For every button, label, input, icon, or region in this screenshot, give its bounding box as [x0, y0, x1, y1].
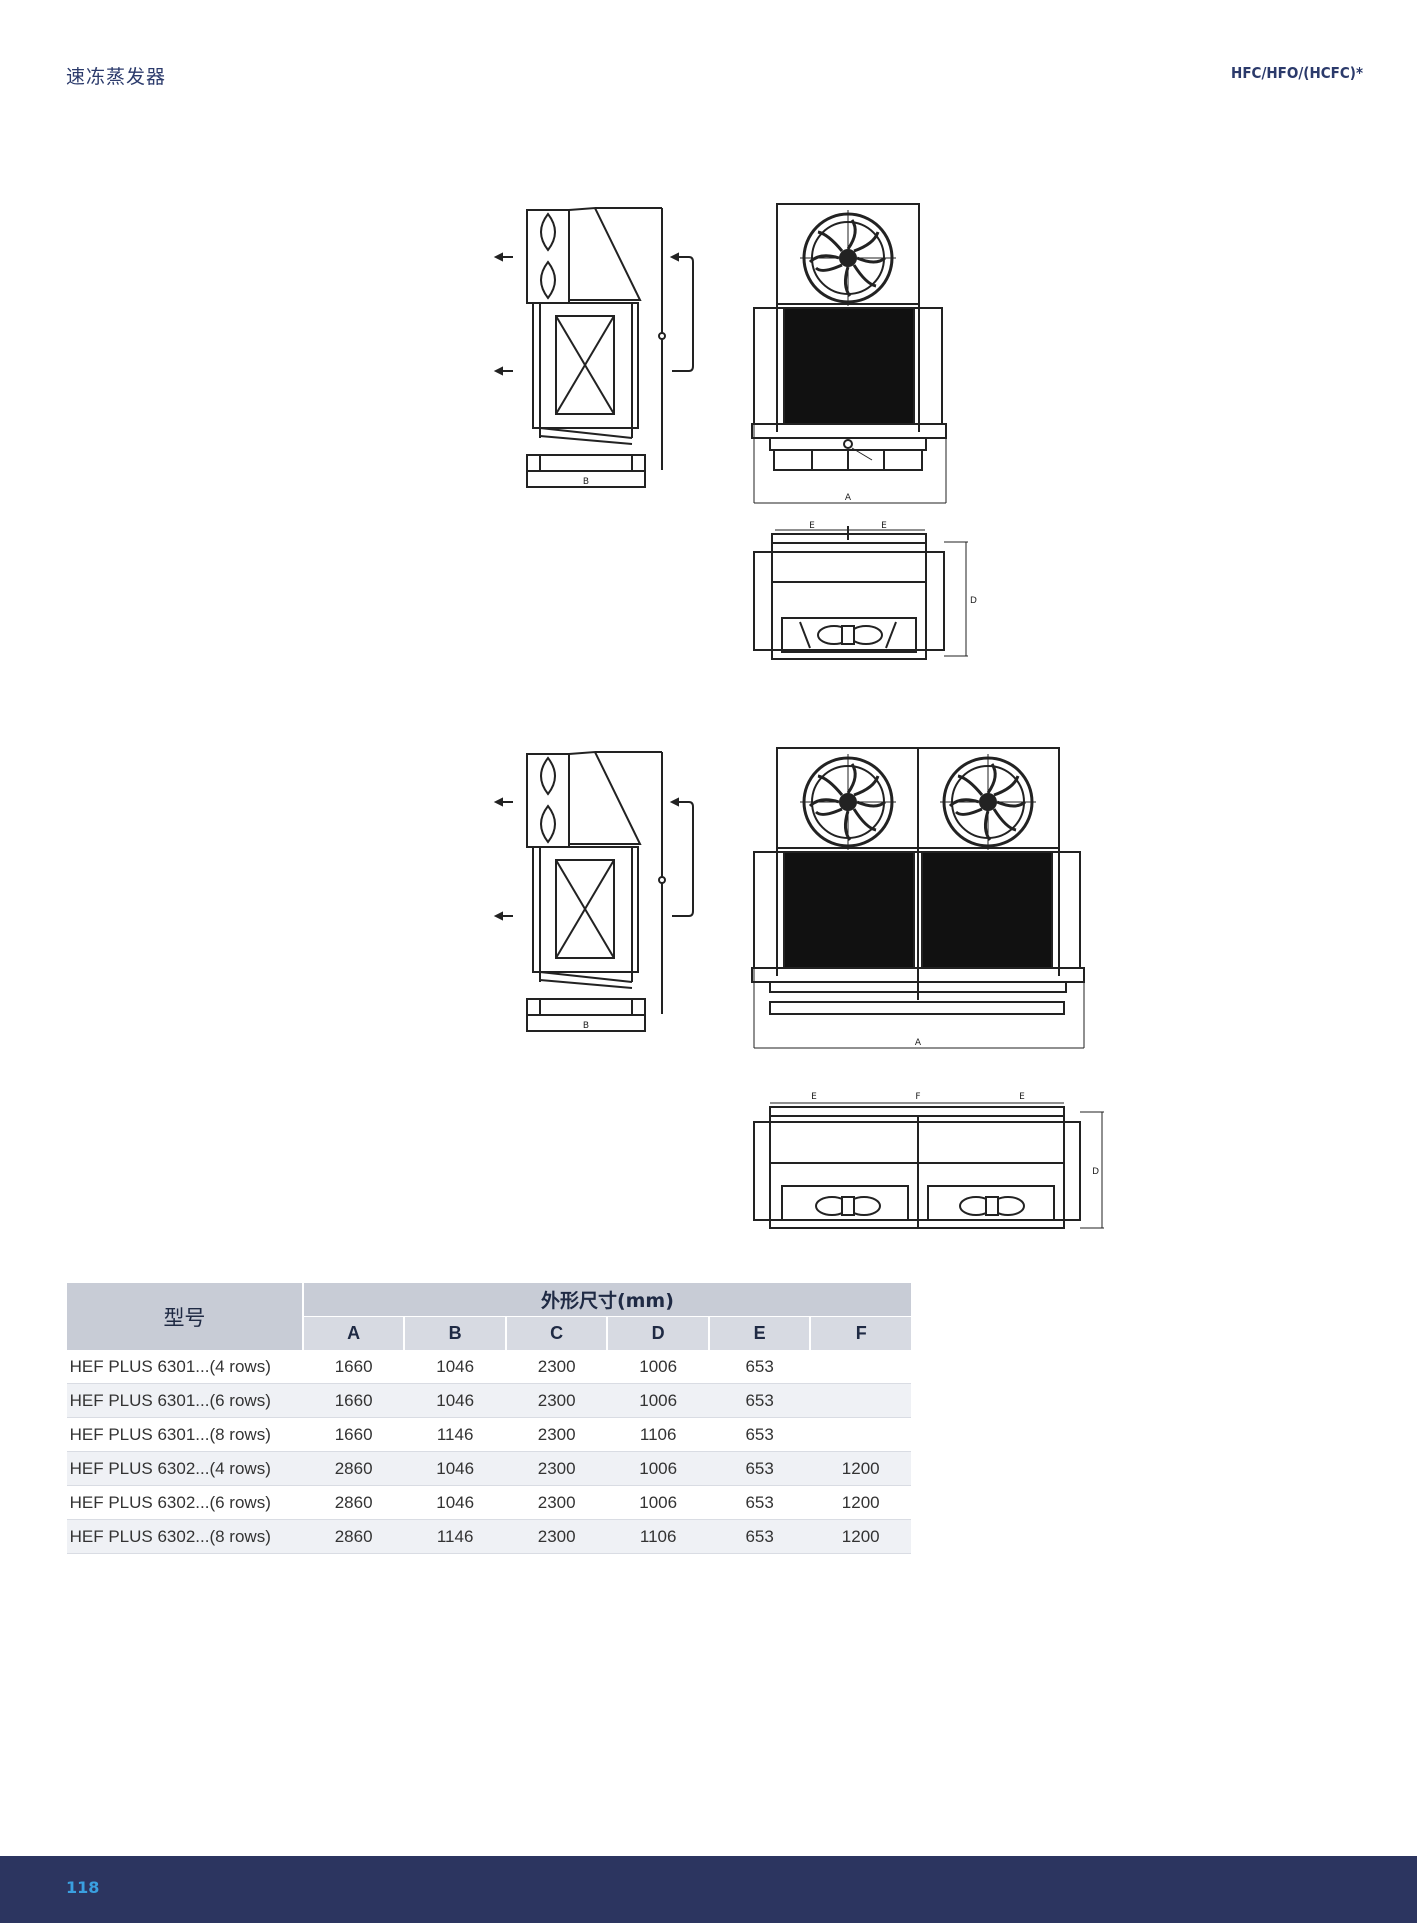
model-cell: HEF PLUS 6302...(6 rows): [67, 1485, 303, 1520]
technical-drawings: B A E E: [493, 203, 1104, 1229]
table-row: HEF PLUS 6301...(4 rows) 1660 1046 2300 …: [67, 1350, 911, 1384]
col-f-header: F: [810, 1316, 911, 1350]
col-c-header: C: [505, 1316, 609, 1350]
double-top-view: E F E D: [753, 1092, 1104, 1229]
cell-b: 1046: [404, 1451, 506, 1486]
cell-e: 653: [708, 1350, 811, 1384]
dim-label-d: D: [1092, 1167, 1099, 1177]
cell-b: 1046: [404, 1350, 506, 1384]
cell-f: 1200: [810, 1485, 911, 1520]
col-d-header: D: [607, 1316, 710, 1350]
model-cell: HEF PLUS 6301...(6 rows): [67, 1383, 303, 1418]
model-header: 型号: [67, 1283, 304, 1350]
single-front-view: A: [751, 203, 947, 504]
col-b-header: B: [404, 1316, 507, 1350]
cell-d: 1106: [607, 1417, 709, 1452]
cell-b: 1146: [404, 1519, 506, 1554]
model-cell: HEF PLUS 6302...(4 rows): [67, 1451, 303, 1486]
cell-a: 1660: [302, 1350, 405, 1384]
cell-a: 1660: [302, 1417, 405, 1452]
cell-f: [810, 1417, 911, 1452]
cell-e: 653: [708, 1383, 811, 1418]
table-row: HEF PLUS 6301...(8 rows) 1660 1146 2300 …: [67, 1417, 911, 1452]
dim-label-a: A: [915, 1038, 922, 1048]
cell-b: 1046: [404, 1383, 506, 1418]
cell-d: 1006: [607, 1451, 709, 1486]
model-cell: HEF PLUS 6301...(4 rows): [67, 1350, 303, 1384]
single-top-view: E E D: [753, 521, 977, 660]
model-cell: HEF PLUS 6301...(8 rows): [67, 1417, 303, 1452]
page-number: 118: [66, 1878, 100, 1897]
cell-a: 1660: [302, 1383, 405, 1418]
dim-label-b: B: [583, 1021, 589, 1031]
table-row: HEF PLUS 6302...(4 rows) 2860 1046 2300 …: [67, 1451, 911, 1486]
cell-c: 2300: [505, 1451, 608, 1486]
cell-d: 1006: [607, 1485, 709, 1520]
cell-d: 1006: [607, 1383, 709, 1418]
cell-b: 1146: [404, 1417, 506, 1452]
col-a-header: A: [302, 1316, 406, 1350]
cell-a: 2860: [302, 1519, 405, 1554]
double-front-view: A: [751, 747, 1085, 1049]
table-row: HEF PLUS 6302...(6 rows) 2860 1046 2300 …: [67, 1485, 911, 1520]
cell-d: 1106: [607, 1519, 709, 1554]
cell-c: 2300: [505, 1417, 608, 1452]
cell-c: 2300: [505, 1519, 608, 1554]
cell-a: 2860: [302, 1451, 405, 1486]
cell-e: 653: [708, 1451, 811, 1486]
cell-f: [810, 1350, 911, 1384]
dim-label-e1: E: [811, 1092, 817, 1102]
dim-label-d: D: [970, 596, 977, 606]
cell-f: [810, 1383, 911, 1418]
dimensions-table: 型号 外形尺寸(mm) A B C D E F HEF PLUS 6301...…: [67, 1283, 911, 1554]
table-row: HEF PLUS 6302...(8 rows) 2860 1146 2300 …: [67, 1519, 911, 1554]
cell-d: 1006: [607, 1350, 709, 1384]
col-e-header: E: [708, 1316, 812, 1350]
cell-b: 1046: [404, 1485, 506, 1520]
page-footer: 118: [0, 1856, 1417, 1923]
cell-c: 2300: [505, 1350, 608, 1384]
cell-a: 2860: [302, 1485, 405, 1520]
cell-e: 653: [708, 1485, 811, 1520]
dim-label-a: A: [845, 493, 852, 503]
dim-label-e2: E: [881, 521, 887, 531]
cell-e: 653: [708, 1417, 811, 1452]
cell-c: 2300: [505, 1485, 608, 1520]
table-row: HEF PLUS 6301...(6 rows) 1660 1046 2300 …: [67, 1383, 911, 1418]
dimensions-header: 外形尺寸(mm): [302, 1283, 911, 1317]
dim-label-f: F: [915, 1092, 920, 1102]
single-side-view: B: [493, 206, 694, 488]
cell-f: 1200: [810, 1519, 911, 1554]
double-side-view: B: [493, 750, 694, 1032]
dim-label-e2: E: [1019, 1092, 1025, 1102]
dim-label-e1: E: [809, 521, 815, 531]
refrigerant-label: HFC/HFO/(HCFC)*: [1231, 64, 1363, 82]
model-cell: HEF PLUS 6302...(8 rows): [67, 1519, 303, 1554]
cell-e: 653: [708, 1519, 811, 1554]
cell-c: 2300: [505, 1383, 608, 1418]
cell-f: 1200: [810, 1451, 911, 1486]
section-title: 速冻蒸发器: [66, 66, 167, 88]
dim-label-b: B: [583, 477, 589, 487]
